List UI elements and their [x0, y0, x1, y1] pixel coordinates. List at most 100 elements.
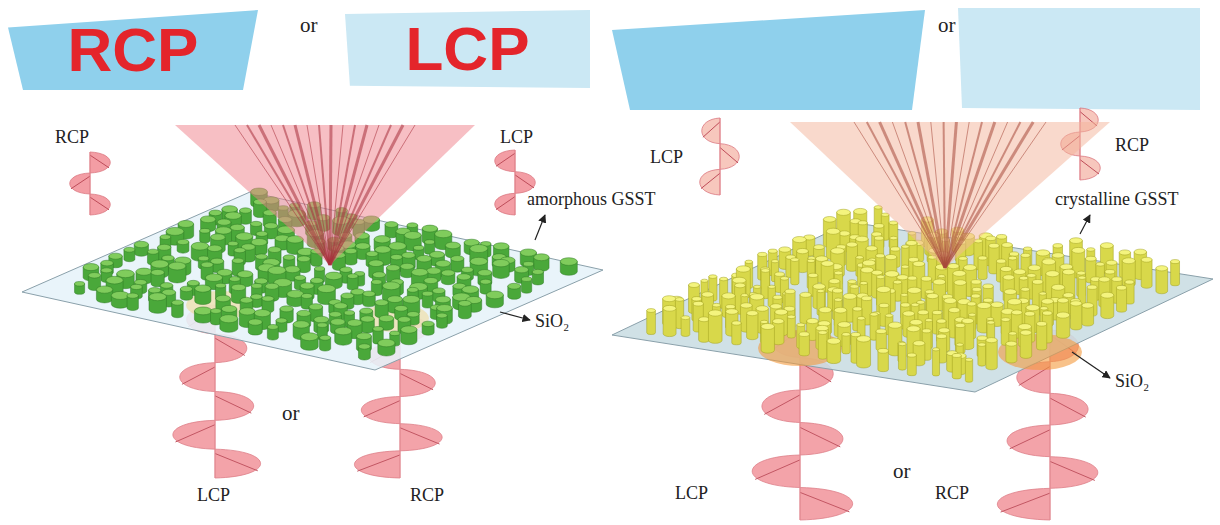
pillar-top — [240, 297, 253, 303]
pillar-top — [890, 247, 900, 251]
helix-twist — [215, 396, 251, 413]
pillar-top — [807, 259, 815, 262]
pillar-top — [1052, 284, 1065, 290]
helix-twist — [1080, 160, 1099, 174]
pillar-top — [959, 256, 968, 260]
pillar-top — [1052, 253, 1064, 258]
pillar-top — [267, 324, 278, 329]
pillar-top — [347, 320, 362, 327]
helix-lobe — [400, 424, 442, 451]
pillar-top — [808, 273, 818, 277]
pillar-top — [294, 275, 305, 280]
pillar-top — [983, 298, 992, 302]
pillar-top — [379, 315, 394, 322]
pillar-top — [681, 316, 690, 320]
pillar-top — [874, 224, 884, 229]
pillar-top — [1056, 312, 1069, 318]
pillar-top — [391, 254, 403, 259]
pillar-top — [1106, 260, 1117, 265]
incident-helix — [700, 118, 739, 195]
pillar-top — [228, 241, 238, 246]
focus-ray — [945, 122, 995, 268]
pillar-side — [747, 313, 758, 340]
banner-box: RCP — [8, 10, 258, 90]
pillar-top — [937, 334, 947, 339]
pillar-top — [675, 298, 683, 302]
pillar-side — [681, 318, 690, 337]
pillar-top — [827, 338, 841, 344]
pillar-top — [366, 251, 378, 256]
pillar-top — [166, 227, 184, 235]
pillar-top — [254, 309, 270, 316]
pillar-top — [913, 341, 925, 346]
pillar-top — [191, 242, 208, 250]
pillar-top — [209, 210, 222, 216]
pillar-top — [901, 293, 908, 296]
pillar-top — [432, 288, 445, 294]
pillar-top — [106, 276, 123, 284]
pillar-top — [458, 300, 471, 306]
focus-ray — [931, 122, 945, 268]
pillar-top — [932, 310, 941, 314]
pillar-side — [663, 308, 676, 336]
focus-ray — [247, 125, 330, 265]
pillar-top — [151, 269, 164, 275]
pillar-top — [151, 260, 169, 268]
pillar-top — [1014, 269, 1026, 274]
pillar-side — [1020, 333, 1031, 359]
pillar-side — [761, 326, 774, 353]
pillar-top — [262, 296, 274, 301]
transmitted-helix — [752, 325, 852, 520]
pillar-top — [149, 293, 166, 301]
pillar-top — [885, 271, 899, 277]
focus-ray — [283, 125, 330, 265]
pillar-top — [819, 307, 832, 313]
focus-ray — [271, 125, 330, 265]
helix-axis — [90, 152, 91, 215]
pillar-top — [1116, 285, 1126, 290]
pillar-top — [1053, 244, 1063, 248]
pillar-top — [177, 239, 189, 244]
helix-twist — [800, 492, 849, 512]
pillar-top — [991, 302, 1003, 308]
pillar-top — [921, 276, 932, 281]
pillar-top — [956, 343, 963, 346]
pillar-top — [967, 302, 976, 306]
pillar-side — [1056, 315, 1069, 338]
pillar-top — [901, 303, 910, 307]
pillar-top — [160, 235, 171, 240]
pillar-top — [230, 224, 244, 230]
pillar-top — [208, 245, 222, 251]
pillar-top — [877, 286, 891, 292]
pillar-top — [1018, 324, 1031, 330]
pillar-top — [293, 321, 309, 328]
pillar-top — [969, 313, 976, 316]
incident-helix — [70, 152, 111, 215]
pillar-top — [314, 316, 329, 323]
pillar-top — [256, 254, 268, 259]
pillar-top — [907, 353, 916, 357]
pillar-top — [663, 296, 676, 302]
pillar-top — [927, 293, 939, 298]
pillar-top — [722, 293, 735, 299]
pillar-top — [369, 260, 384, 267]
pillar-top — [470, 257, 488, 265]
pillar-top — [897, 275, 908, 280]
pillar-top — [745, 260, 753, 263]
pillar-top — [234, 248, 245, 253]
pillar-top — [75, 282, 85, 287]
pillar-top — [1009, 252, 1019, 256]
pillar-top — [1008, 256, 1017, 260]
pillar-top — [360, 308, 373, 314]
pillar-top — [983, 284, 993, 289]
pillar-top — [195, 285, 211, 292]
pillar-top — [361, 316, 375, 322]
pillar-top — [952, 353, 961, 357]
pillar-top — [756, 306, 768, 312]
pillar-side — [1156, 268, 1168, 293]
pillar-top — [962, 318, 974, 323]
pillar-top — [866, 246, 877, 251]
pillar-top — [818, 331, 827, 335]
pillar-top — [813, 284, 826, 290]
pillar-top — [231, 284, 245, 290]
